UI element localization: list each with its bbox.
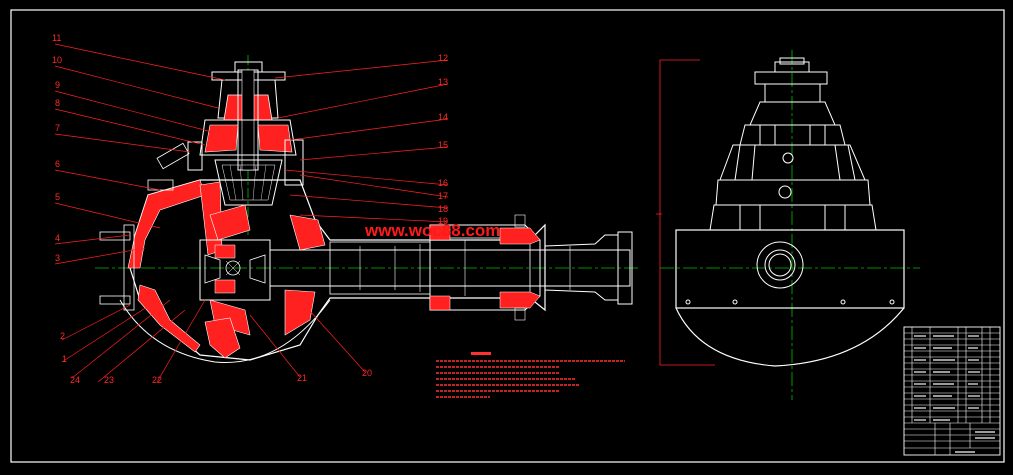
part-number-4: 4 <box>55 233 60 243</box>
part-number-23: 23 <box>104 375 114 385</box>
part-number-24: 24 <box>70 375 80 385</box>
part-number-11: 11 <box>52 33 61 43</box>
watermark: www.woc88.com <box>364 221 500 240</box>
technical-notes-block <box>436 352 625 398</box>
leader-lines <box>54 43 449 383</box>
part-number-labels: 11 10 9 8 7 6 5 4 3 2 1 24 23 22 12 13 1… <box>52 33 448 385</box>
part-number-10: 10 <box>52 55 62 65</box>
part-number-3: 3 <box>55 253 60 263</box>
front-view <box>656 50 920 400</box>
part-number-1: 1 <box>62 354 67 364</box>
part-number-9: 9 <box>55 80 60 90</box>
part-number-6: 6 <box>55 159 60 169</box>
part-number-14: 14 <box>438 112 448 122</box>
part-number-7: 7 <box>55 123 60 133</box>
section-view <box>95 55 640 363</box>
part-number-22: 22 <box>152 375 162 385</box>
part-number-21: 21 <box>297 373 307 383</box>
part-number-16: 16 <box>438 178 448 188</box>
sheet-border <box>10 9 1005 463</box>
part-number-8: 8 <box>55 98 60 108</box>
part-number-15: 15 <box>438 140 448 150</box>
part-number-17: 17 <box>438 191 448 201</box>
title-block <box>903 326 1001 456</box>
part-number-5: 5 <box>55 192 60 202</box>
part-number-20: 20 <box>362 368 372 378</box>
part-number-13: 13 <box>438 77 448 87</box>
part-number-19: 19 <box>438 216 448 226</box>
part-number-18: 18 <box>438 204 448 214</box>
part-number-2: 2 <box>60 331 65 341</box>
part-number-12: 12 <box>438 53 448 63</box>
